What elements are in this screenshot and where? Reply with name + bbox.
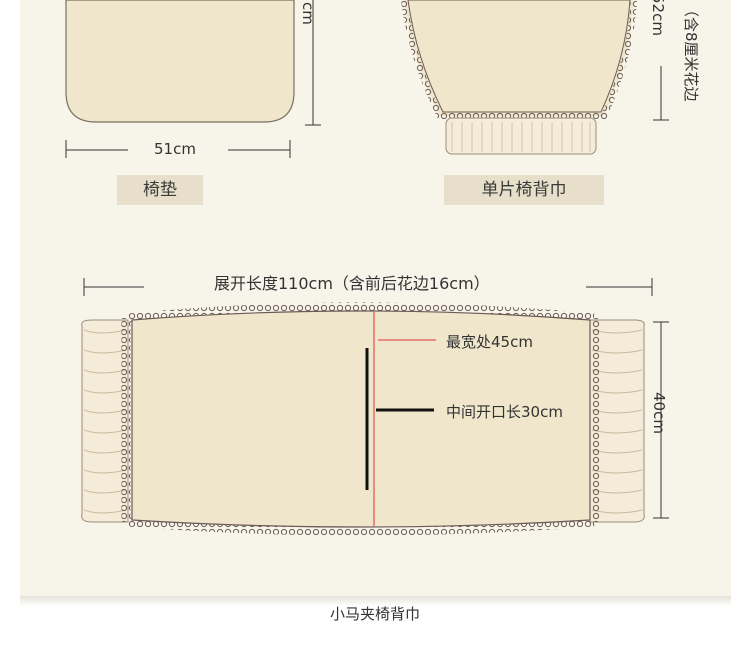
length-label: 展开长度110cm（含前后花边16cm） [214, 274, 490, 293]
widest-label: 最宽处45cm [446, 333, 533, 351]
seat-cushion-name: 椅垫 [117, 175, 203, 205]
seat-cushion [65, 0, 295, 123]
single-chair-back-cover [400, 0, 638, 155]
back-height-label: 52cm [649, 0, 667, 36]
vest-height-label: 40cm [650, 392, 668, 434]
panel-shadow [20, 596, 731, 606]
caption: 小马夹椅背巾 [329, 605, 420, 623]
single-back-cover-name: 单片椅背巾 [444, 175, 604, 205]
cushion-height-label: cm [299, 2, 317, 25]
opening-label: 中间开口长30cm [446, 403, 563, 421]
cushion-width-label: 51cm [154, 140, 196, 158]
vest-chair-back-cover [81, 302, 645, 536]
back-lace-note: （含8厘米花边 [682, 2, 700, 102]
